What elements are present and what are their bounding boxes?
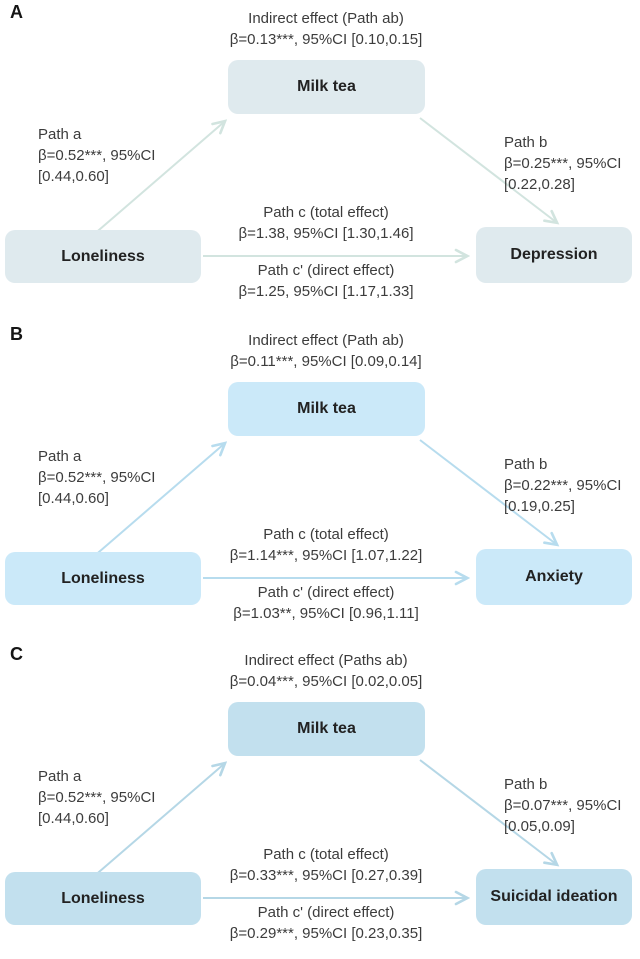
path-a-value: β=0.52***, 95%CI [38, 469, 156, 486]
path-b-value: β=0.22***, 95%CI [504, 477, 622, 494]
outcome-box: Depression [476, 227, 632, 283]
path-b-label: Path b β=0.22***, 95%CI [0.19,0.25] [504, 454, 621, 517]
indirect-effect-value: β=0.13***, 95%CI [0.10,0.15] [229, 31, 423, 48]
predictor-label: Loneliness [61, 889, 145, 907]
path-c-prime-title: Path c' (direct effect) [257, 262, 395, 279]
path-c-value: β=0.33***, 95%CI [0.27,0.39] [229, 867, 423, 884]
path-a-value: β=0.52***, 95%CI [38, 789, 156, 806]
path-b-ci: [0.05,0.09] [504, 818, 575, 835]
indirect-effect-label: Indirect effect (Path ab) β=0.13***, 95%… [126, 8, 526, 50]
path-c-title: Path c (total effect) [263, 846, 389, 863]
outcome-box: Suicidal ideation [476, 869, 632, 925]
indirect-effect-value: β=0.04***, 95%CI [0.02,0.05] [229, 673, 423, 690]
predictor-box: Loneliness [5, 230, 201, 283]
path-c-label: Path c (total effect) β=1.14***, 95%CI [… [126, 524, 526, 566]
predictor-label: Loneliness [61, 247, 145, 265]
mediator-box: Milk tea [228, 382, 425, 436]
path-c-title: Path c (total effect) [263, 526, 389, 543]
path-a-label: Path a β=0.52***, 95%CI [0.44,0.60] [38, 766, 155, 829]
path-c-prime-label: Path c' (direct effect) β=1.03**, 95%CI … [126, 582, 526, 624]
path-b-value: β=0.07***, 95%CI [504, 797, 622, 814]
path-a-title: Path a [38, 126, 82, 143]
indirect-effect-title: Indirect effect (Paths ab) [244, 652, 408, 669]
path-c-value: β=1.14***, 95%CI [1.07,1.22] [229, 547, 423, 564]
predictor-box: Loneliness [5, 872, 201, 925]
path-a-title: Path a [38, 448, 82, 465]
panel-letter: C [10, 644, 23, 664]
mediator-label: Milk tea [297, 400, 356, 417]
indirect-effect-label: Indirect effect (Paths ab) β=0.04***, 95… [126, 650, 526, 692]
path-b-label: Path b β=0.25***, 95%CI [0.22,0.28] [504, 132, 621, 195]
path-a-ci: [0.44,0.60] [38, 810, 109, 827]
path-a-label: Path a β=0.52***, 95%CI [0.44,0.60] [38, 446, 155, 509]
predictor-label: Loneliness [61, 569, 145, 587]
mediator-label: Milk tea [297, 720, 356, 737]
path-c-prime-value: β=0.29***, 95%CI [0.23,0.35] [229, 925, 423, 942]
path-c-value: β=1.38, 95%CI [1.30,1.46] [238, 225, 414, 242]
path-b-ci: [0.19,0.25] [504, 498, 575, 515]
path-b-label: Path b β=0.07***, 95%CI [0.05,0.09] [504, 774, 621, 837]
indirect-effect-value: β=0.11***, 95%CI [0.09,0.14] [230, 353, 422, 370]
indirect-effect-title: Indirect effect (Path ab) [248, 10, 404, 27]
indirect-effect-title: Indirect effect (Path ab) [248, 332, 404, 349]
outcome-box: Anxiety [476, 549, 632, 605]
path-b-title: Path b [504, 456, 548, 473]
outcome-label: Depression [510, 246, 598, 263]
path-a-ci: [0.44,0.60] [38, 490, 109, 507]
path-c-prime-label: Path c' (direct effect) β=1.25, 95%CI [1… [126, 260, 526, 302]
panel-letter: B [10, 324, 23, 344]
path-a-value: β=0.52***, 95%CI [38, 147, 156, 164]
path-b-title: Path b [504, 134, 548, 151]
predictor-box: Loneliness [5, 552, 201, 605]
path-b-value: β=0.25***, 95%CI [504, 155, 622, 172]
path-a-title: Path a [38, 768, 82, 785]
path-c-prime-value: β=1.25, 95%CI [1.17,1.33] [238, 283, 414, 300]
panel-letter: A [10, 2, 23, 22]
panel-a: A Indirect effect (Path ab) β=0.13***, 9… [0, 0, 640, 318]
mediator-box: Milk tea [228, 60, 425, 114]
mediator-label: Milk tea [297, 78, 356, 95]
path-b-ci: [0.22,0.28] [504, 176, 575, 193]
path-a-label: Path a β=0.52***, 95%CI [0.44,0.60] [38, 124, 155, 187]
path-c-prime-title: Path c' (direct effect) [257, 904, 395, 921]
panel-b: B Indirect effect (Path ab) β=0.11***, 9… [0, 322, 640, 640]
outcome-label: Suicidal ideation [490, 888, 618, 905]
indirect-effect-label: Indirect effect (Path ab) β=0.11***, 95%… [126, 330, 526, 372]
path-c-prime-label: Path c' (direct effect) β=0.29***, 95%CI… [126, 902, 526, 944]
path-c-prime-value: β=1.03**, 95%CI [0.96,1.11] [233, 605, 419, 622]
path-a-ci: [0.44,0.60] [38, 168, 109, 185]
path-c-label: Path c (total effect) β=0.33***, 95%CI [… [126, 844, 526, 886]
path-c-title: Path c (total effect) [263, 204, 389, 221]
outcome-label: Anxiety [525, 568, 583, 585]
path-b-title: Path b [504, 776, 548, 793]
path-c-label: Path c (total effect) β=1.38, 95%CI [1.3… [126, 202, 526, 244]
panel-c: C Indirect effect (Paths ab) β=0.04***, … [0, 642, 640, 959]
path-c-prime-title: Path c' (direct effect) [257, 584, 395, 601]
mediator-box: Milk tea [228, 702, 425, 756]
